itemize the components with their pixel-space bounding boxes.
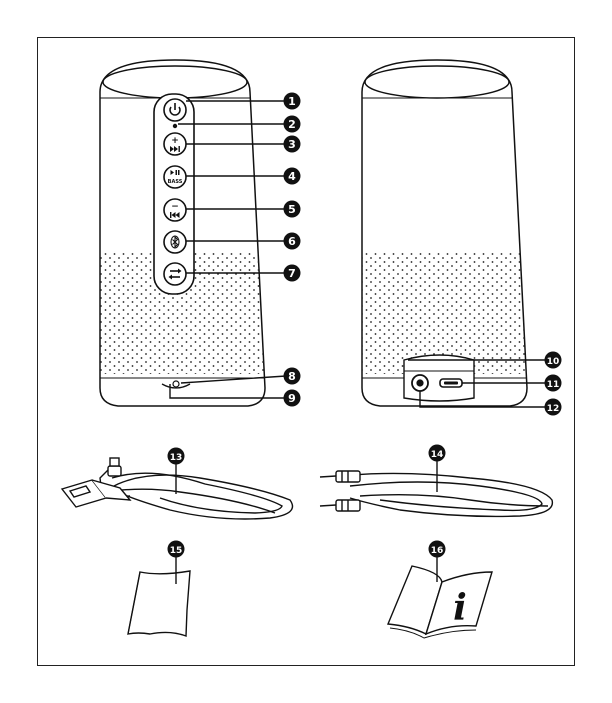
speaker-back <box>350 60 540 406</box>
callout-1: 1 <box>284 93 301 110</box>
bass-label: BASS <box>168 179 183 185</box>
callout-4: 4 <box>284 168 301 185</box>
callout-number: 13 <box>170 453 183 463</box>
callout-2: 2 <box>284 116 301 133</box>
micro-usb-plug <box>108 458 121 476</box>
callout-12: 12 <box>545 399 562 416</box>
jack-plug-top <box>320 471 360 482</box>
callout-14: 14 <box>429 445 446 462</box>
callout-3: 3 <box>284 136 301 153</box>
callout-15: 15 <box>168 541 185 558</box>
callout-number: 8 <box>288 370 296 383</box>
callout-number: 11 <box>547 380 560 390</box>
status-led <box>173 124 177 128</box>
usb-cable <box>62 458 293 519</box>
callout-number: 15 <box>170 546 183 556</box>
usb-a-plug <box>62 480 130 507</box>
callout-8: 8 <box>284 368 301 385</box>
cleaning-cloth <box>128 571 190 636</box>
callout-9: 9 <box>284 390 301 407</box>
plus-icon: + <box>171 136 179 146</box>
minus-icon: − <box>171 202 179 212</box>
callout-10: 10 <box>545 352 562 369</box>
callout-number: 16 <box>431 546 444 556</box>
volume-up-next-button[interactable]: + <box>164 133 186 155</box>
callout-number: 12 <box>547 404 560 414</box>
mic-hole <box>173 381 179 387</box>
callout-number: 5 <box>288 203 296 216</box>
callout-16: 16 <box>429 541 446 558</box>
jack-plug-bottom <box>320 500 360 511</box>
callout-number: 2 <box>288 118 296 131</box>
instruction-manual: i <box>388 566 492 638</box>
power-button[interactable] <box>164 99 186 121</box>
callout-number: 1 <box>288 95 296 108</box>
callout-7: 7 <box>284 265 301 282</box>
callout-6: 6 <box>284 233 301 250</box>
aux-audio-cable <box>320 471 552 516</box>
callout-number: 4 <box>288 170 296 183</box>
callout-number: 6 <box>288 235 296 248</box>
callout-number: 7 <box>288 267 296 280</box>
callout-number: 10 <box>547 357 560 367</box>
speaker-front: + BASS − <box>88 60 278 406</box>
play-pause-bass-button[interactable]: BASS <box>164 166 186 188</box>
callout-number: 9 <box>288 392 296 405</box>
info-icon: i <box>453 587 467 629</box>
rear-port-panel <box>404 355 474 401</box>
callout-number: 3 <box>288 138 296 151</box>
callout-number: 14 <box>431 450 444 460</box>
callout-13: 13 <box>168 448 185 465</box>
bluetooth-button[interactable] <box>164 231 186 253</box>
callout-11: 11 <box>545 375 562 392</box>
speaker-back-top <box>365 66 509 98</box>
volume-down-previous-button[interactable]: − <box>164 199 186 221</box>
callout-5: 5 <box>284 201 301 218</box>
mode-button[interactable] <box>164 263 186 285</box>
